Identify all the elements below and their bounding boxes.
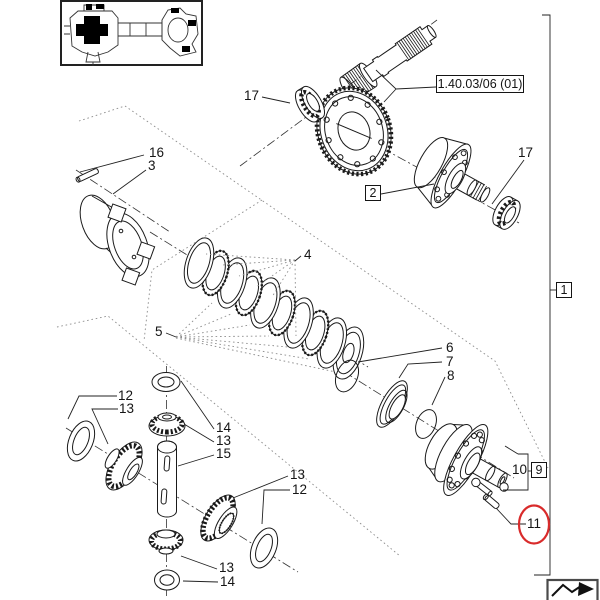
part-label-12-upper-left[interactable]: 12 [118, 388, 134, 403]
reference-box-link[interactable]: 1.40.03/06 (01) [436, 75, 524, 93]
part-label-13-bottom[interactable]: 13 [219, 560, 235, 575]
part-label-4[interactable]: 4 [304, 247, 312, 262]
thrust-washer-12-right-drawing [249, 527, 279, 569]
part-label-14-right[interactable]: 14 [216, 420, 232, 435]
part-label-8[interactable]: 8 [447, 368, 455, 383]
bearing-cup-7-drawing [376, 380, 408, 428]
ring-gear-bolt-holes [323, 94, 385, 168]
spider-shaft-15-drawing [157, 440, 177, 518]
part-label-13-mid[interactable]: 13 [290, 467, 306, 482]
continuation-arrow-box[interactable] [546, 578, 599, 600]
pin-11-drawing [482, 493, 500, 509]
part-label-3[interactable]: 3 [148, 158, 156, 173]
part-label-13-upper-left[interactable]: 13 [119, 401, 135, 416]
thrust-washer-12-left-drawing [66, 420, 96, 462]
part-label-15[interactable]: 15 [216, 446, 232, 461]
part-label-10[interactable]: 10 [512, 462, 528, 477]
leader-lines [67, 69, 531, 583]
boundary-dotted-lines [56, 105, 549, 557]
clutch-disc-stack-drawing [183, 237, 365, 380]
pinion-13-top-drawing [148, 412, 186, 437]
overview-thumbnail[interactable] [60, 0, 203, 66]
pin-16-drawing [75, 168, 99, 183]
carrier-housing-drawing [413, 137, 491, 209]
side-gear-13-left-drawing [104, 441, 143, 491]
part-label-14-bottom[interactable]: 14 [220, 574, 236, 589]
callout-fan-4 [205, 253, 297, 337]
marker-box-1[interactable]: 1 [556, 282, 572, 298]
marker-box-9[interactable]: 9 [531, 462, 547, 478]
housing-bolt-drawing [471, 477, 493, 497]
continuation-arrow-icon [551, 582, 594, 597]
part-label-6[interactable]: 6 [446, 340, 454, 355]
marker-box-2[interactable]: 2 [365, 185, 381, 201]
diff-lock-coupler-drawing [79, 194, 156, 286]
ring-gear-drawing [314, 85, 394, 177]
part-label-17-right[interactable]: 17 [518, 145, 534, 160]
group-bracket-1 [534, 14, 556, 576]
part-label-12-bottom[interactable]: 12 [292, 482, 308, 497]
part-label-11-highlighted[interactable]: 11 [527, 516, 542, 531]
part-label-5[interactable]: 5 [155, 324, 163, 339]
ball-drawing [499, 482, 509, 492]
bearing-17-left-drawing [294, 85, 326, 123]
coupler-castellations [107, 203, 156, 286]
washer-14-top-drawing [151, 372, 181, 392]
part-label-17-left[interactable]: 17 [244, 88, 260, 103]
side-gear-13-right-drawing [200, 494, 238, 542]
bearing-17-right-drawing [492, 196, 521, 230]
highlight-ellipse-part-11 [517, 504, 551, 545]
washer-14-bottom-drawing [154, 569, 180, 591]
o-ring-8-drawing [415, 409, 437, 439]
pinion-13-bottom-drawing [148, 529, 184, 555]
part-label-13-right[interactable]: 13 [216, 433, 232, 448]
part-label-16[interactable]: 16 [149, 145, 165, 160]
callout-fan-5 [175, 302, 310, 360]
diff-housing-drawing [424, 423, 508, 496]
thumbnail-axle-drawing [64, 4, 199, 66]
snap-ring-6-drawing [334, 359, 360, 393]
part-label-7[interactable]: 7 [446, 354, 454, 369]
